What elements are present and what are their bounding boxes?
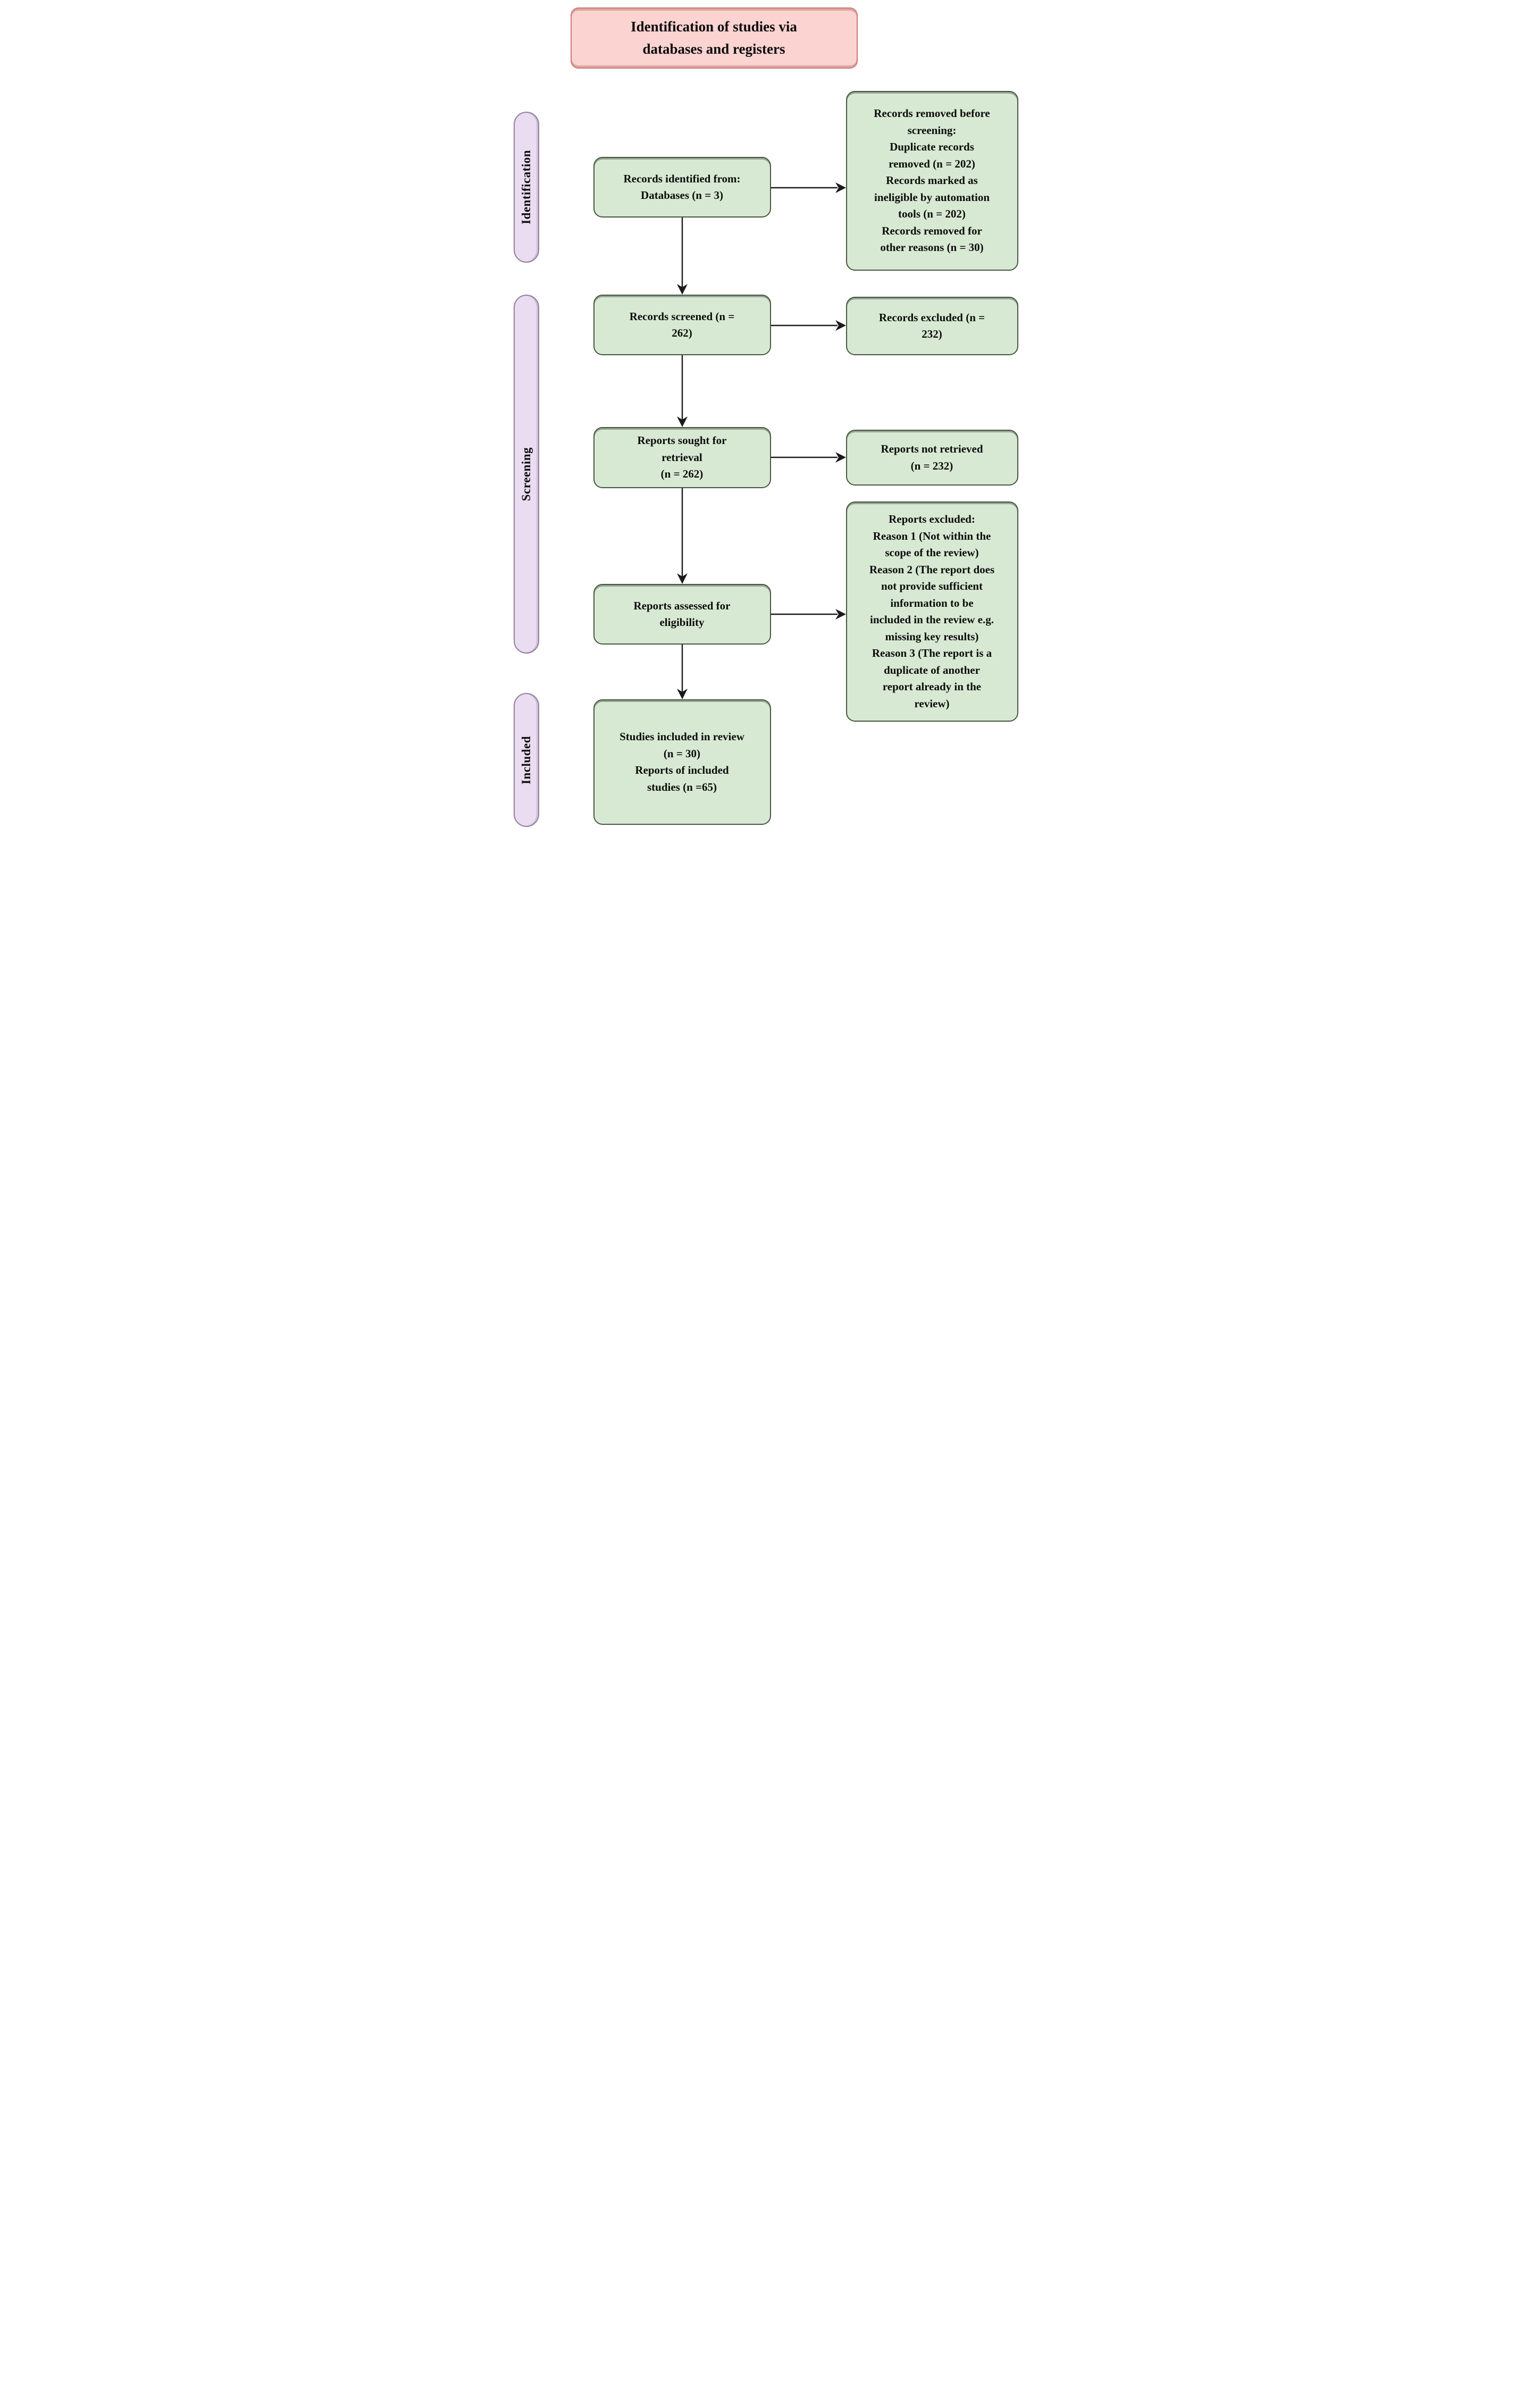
box-reports-not-retrieved: Reports not retrieved (n = 232) (845, 430, 1018, 486)
box-reports-not-retrieved-text: Reports not retrieved (n = 232) (881, 442, 983, 472)
box-reports-sought-text: Reports sought for retrieval (n = 262) (637, 434, 727, 481)
stage-label-identification: Identification (519, 150, 533, 224)
diagram-title: Identification of studies via databases … (570, 7, 858, 69)
box-records-excluded-text: Records excluded (n = 232) (878, 311, 985, 341)
box-records-screened-text: Records screened (n = 262) (629, 310, 735, 340)
stage-pill-included: Included (513, 693, 539, 827)
box-studies-included-text: Studies included in review (n = 30) Repo… (620, 730, 744, 793)
prisma-flow-diagram: Identification of studies via databases … (500, 0, 1032, 836)
box-reports-assessed-text: Reports assessed for eligibility (633, 599, 731, 629)
stage-label-screening: Screening (519, 447, 533, 501)
arrow-identified-to-removed (771, 182, 846, 193)
box-records-identified-text: Records identified from: Databases (n = … (623, 172, 741, 202)
stage-pill-screening: Screening (513, 295, 539, 654)
box-reports-assessed: Reports assessed for eligibility (593, 584, 771, 645)
box-studies-included: Studies included in review (n = 30) Repo… (593, 699, 771, 825)
arrow-identified-to-screened (676, 218, 688, 295)
box-records-identified: Records identified from: Databases (n = … (593, 157, 771, 218)
diagram-title-text: Identification of studies via databases … (631, 18, 797, 57)
arrow-assessed-to-included (676, 645, 688, 699)
arrow-screened-to-excluded (771, 320, 846, 331)
box-reports-sought: Reports sought for retrieval (n = 262) (593, 427, 771, 488)
arrow-assessed-to-excluded (771, 609, 846, 620)
box-reports-excluded-reasons-text: Reports excluded: Reason 1 (Not within t… (869, 513, 995, 710)
box-records-excluded: Records excluded (n = 232) (845, 297, 1018, 355)
arrow-sought-to-assessed (676, 488, 688, 584)
box-reports-excluded-reasons: Reports excluded: Reason 1 (Not within t… (845, 501, 1018, 722)
arrow-screened-to-sought (676, 355, 688, 427)
box-records-screened: Records screened (n = 262) (593, 295, 771, 355)
stage-pill-identification: Identification (513, 112, 539, 263)
stage-label-included: Included (519, 735, 533, 784)
arrow-sought-to-not-retrieved (771, 452, 846, 463)
box-records-removed-before-screening: Records removed before screening: Duplic… (845, 91, 1018, 271)
box-records-removed-text: Records removed before screening: Duplic… (874, 107, 990, 254)
